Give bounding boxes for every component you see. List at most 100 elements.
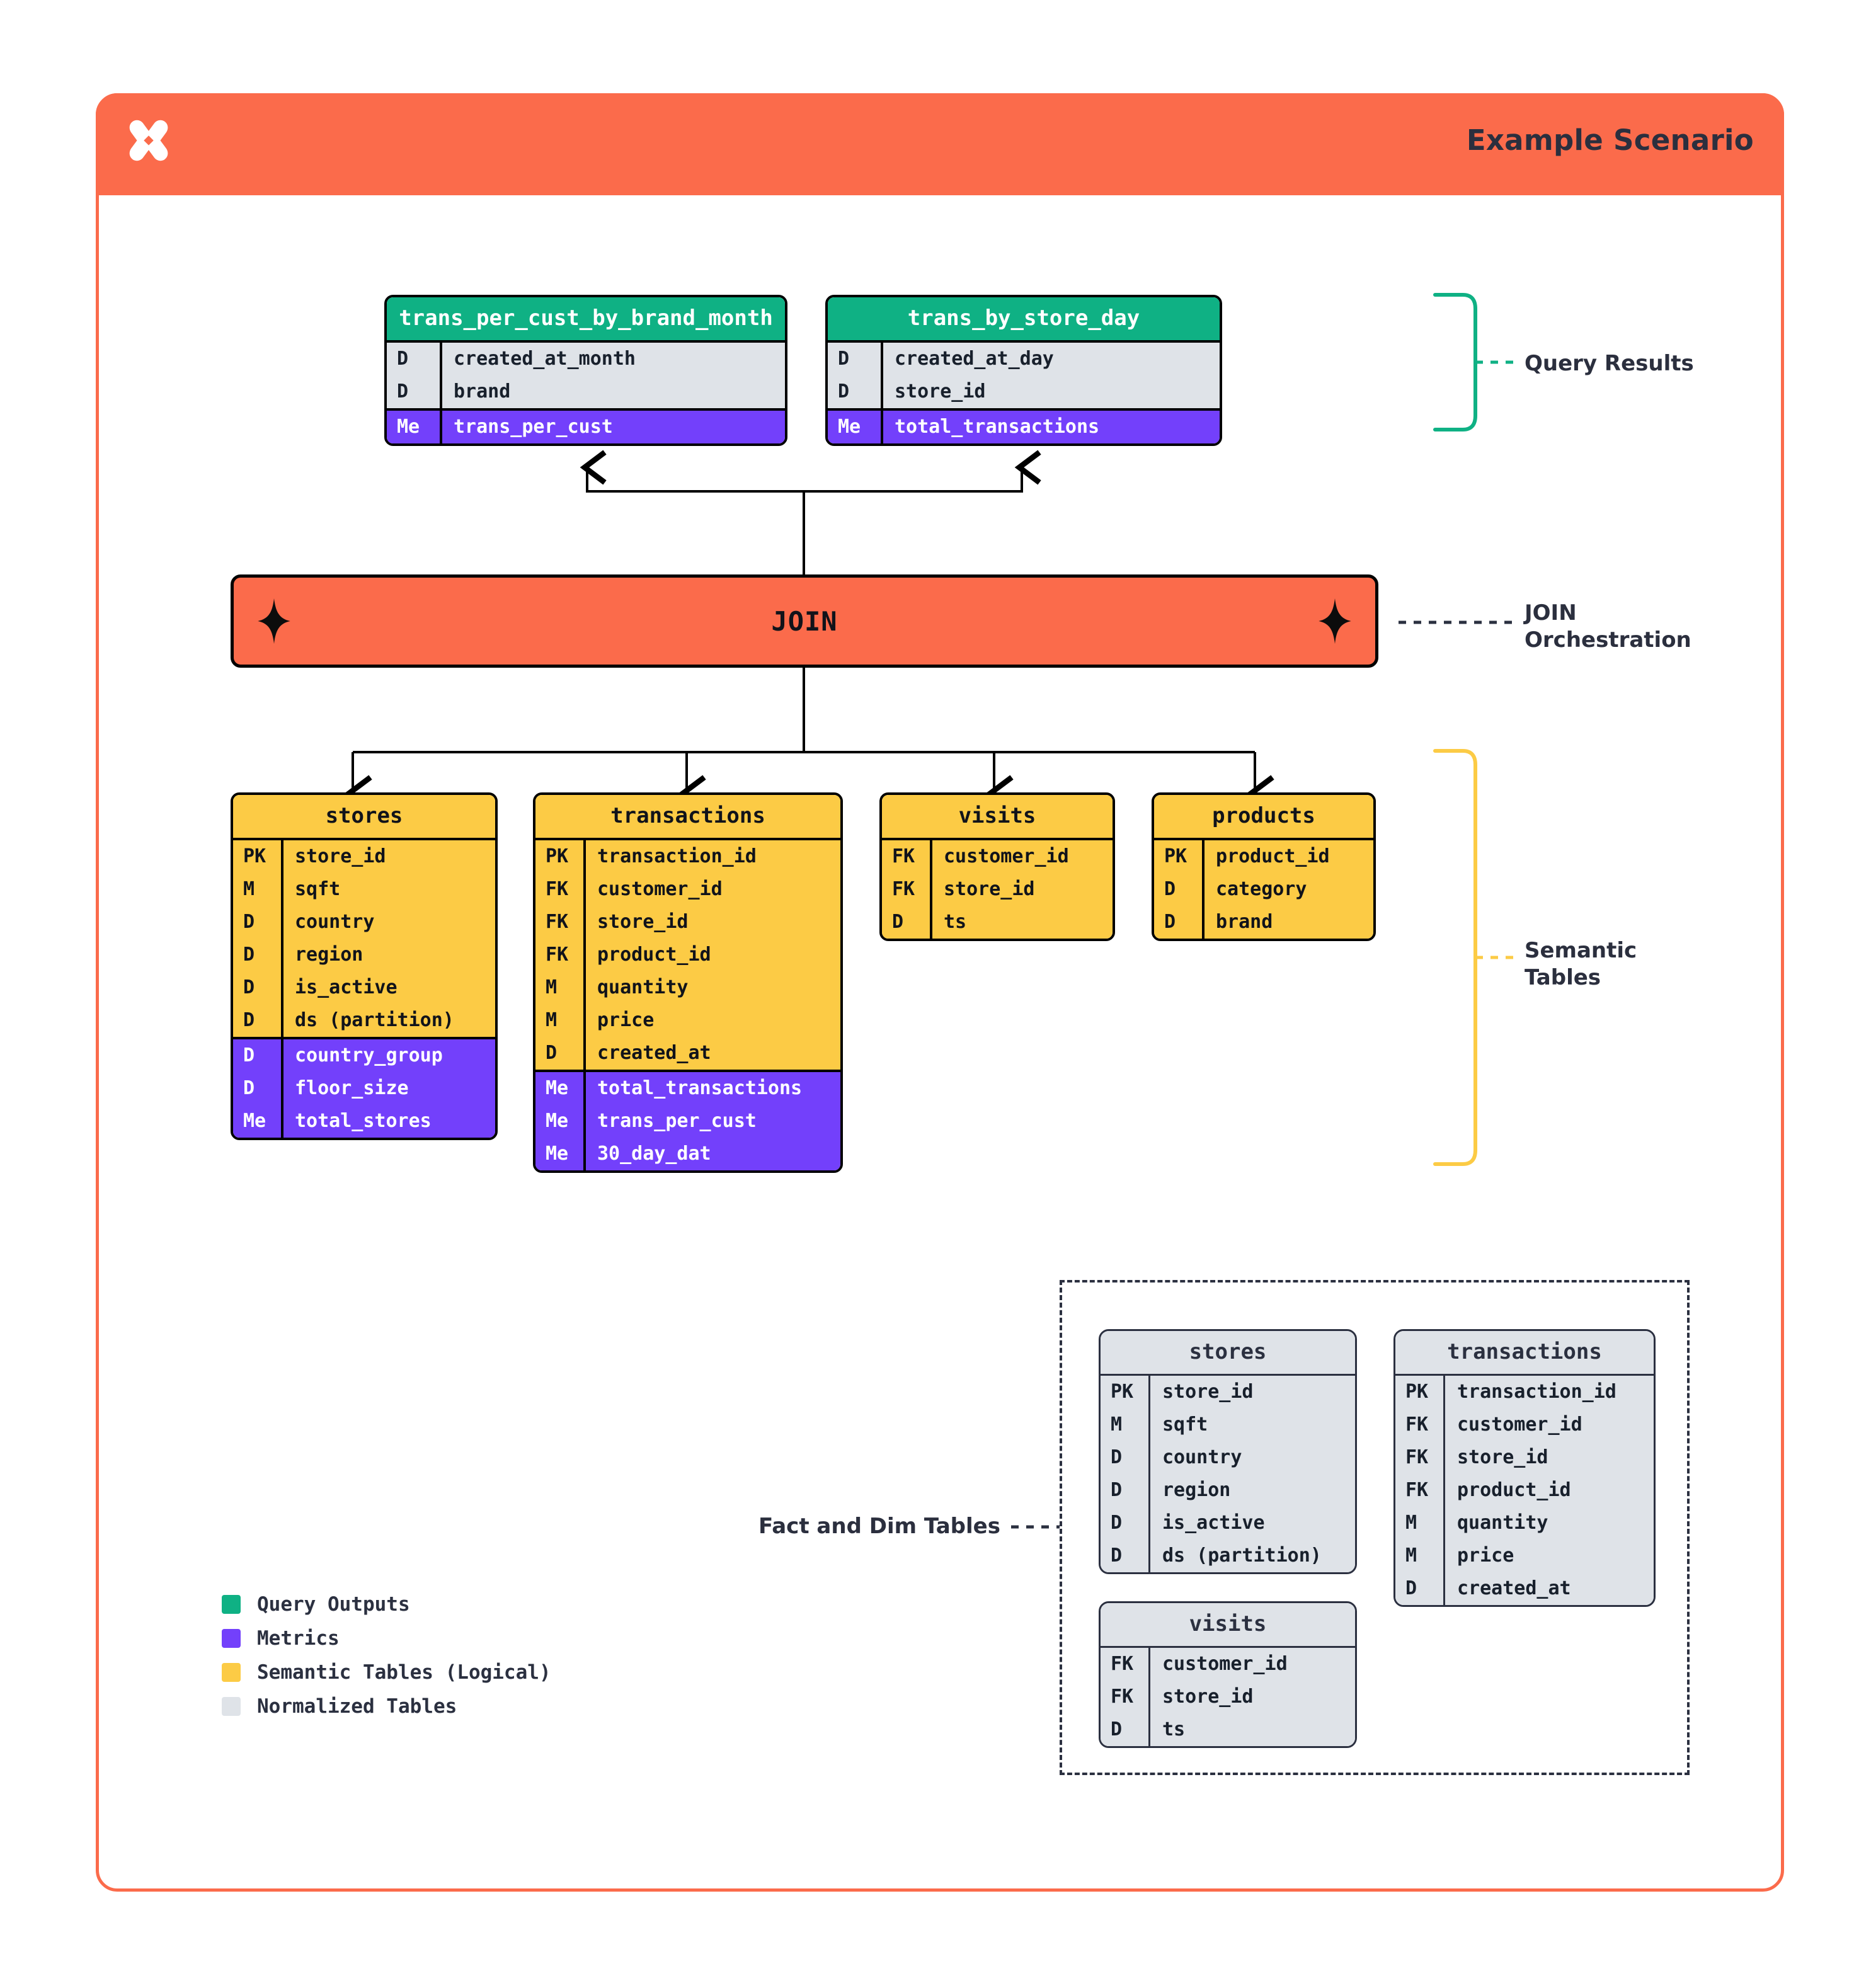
col-name: product_id: [597, 943, 711, 966]
col-name: brand: [454, 380, 511, 403]
col-name: store_id: [1457, 1446, 1548, 1468]
col-key: D: [397, 347, 409, 370]
annotation-semantic-line2: Tables: [1525, 964, 1601, 990]
col-key: PK: [546, 845, 569, 867]
table-title: trans_by_store_day: [828, 297, 1220, 340]
legend-swatch-query-outputs: [222, 1595, 241, 1614]
col-key: D: [1111, 1446, 1123, 1468]
col-name: customer_id: [1162, 1652, 1288, 1675]
col-key: M: [546, 976, 558, 998]
table-row: Me total_transactions: [828, 411, 1220, 443]
col-name: store_id: [1162, 1380, 1254, 1403]
legend-swatch-metrics: [222, 1629, 241, 1648]
page-title: Example Scenario: [1466, 123, 1754, 157]
col-key: Me: [546, 1142, 569, 1165]
legend-label: Normalized Tables: [257, 1695, 457, 1718]
col-name: total_transactions: [895, 415, 1100, 438]
col-name: country: [1162, 1446, 1242, 1468]
table-row: Me trans_per_cust: [387, 411, 785, 443]
legend: Query Outputs Metrics Semantic Tables (L…: [222, 1592, 551, 1728]
col-name: region: [295, 943, 363, 966]
table-title: visits: [1101, 1603, 1355, 1646]
col-name: is_active: [295, 976, 398, 998]
x-star-logo-icon: [129, 120, 168, 161]
col-key: PK: [1405, 1380, 1429, 1403]
table-title: transactions: [1395, 1331, 1654, 1374]
col-key: D: [546, 1041, 558, 1064]
col-name: category: [1216, 877, 1307, 900]
col-key: FK: [1405, 1478, 1429, 1501]
sparkle-diamond-icon: [258, 598, 290, 644]
annotation-query-results: Query Results: [1525, 351, 1694, 376]
col-key: Me: [546, 1077, 569, 1099]
card-header: Example Scenario: [96, 93, 1784, 195]
col-key: PK: [1164, 845, 1187, 867]
query-result-table-trans-by-store-day[interactable]: trans_by_store_day D created_at_day D st…: [825, 295, 1222, 446]
col-name: brand: [1216, 910, 1273, 933]
col-name: ts: [1162, 1718, 1186, 1740]
col-key: M: [1405, 1511, 1417, 1534]
col-name: customer_id: [1457, 1413, 1582, 1436]
col-key: D: [397, 380, 409, 403]
col-key: PK: [1111, 1380, 1134, 1403]
legend-item: Normalized Tables: [222, 1694, 551, 1718]
legend-item: Metrics: [222, 1626, 551, 1650]
table-row: D brand: [387, 375, 785, 408]
table-row: D created_at_month: [387, 343, 785, 375]
legend-label: Semantic Tables (Logical): [257, 1661, 551, 1684]
legend-swatch-normalized-tables: [222, 1697, 241, 1716]
table-row: FK product_id: [535, 939, 840, 971]
col-name: price: [1457, 1544, 1514, 1567]
legend-label: Query Outputs: [257, 1593, 410, 1616]
col-name: country_group: [295, 1044, 443, 1066]
col-key: D: [243, 976, 255, 998]
col-key: FK: [546, 943, 569, 966]
table-title: visits: [882, 795, 1113, 838]
col-key: D: [1111, 1544, 1123, 1567]
join-label: JOIN: [771, 605, 838, 637]
col-name: quantity: [597, 976, 689, 998]
join-orchestration-bar[interactable]: JOIN: [231, 574, 1378, 668]
col-key: M: [1405, 1544, 1417, 1567]
col-name: quantity: [1457, 1511, 1548, 1534]
col-name: total_stores: [295, 1109, 432, 1132]
col-key: D: [892, 910, 904, 933]
table-title: transactions: [535, 795, 840, 838]
col-name: sqft: [295, 877, 341, 900]
col-key: D: [1111, 1511, 1123, 1534]
col-key: D: [1111, 1718, 1123, 1740]
table-row: D store_id: [828, 375, 1220, 408]
col-key: D: [243, 1008, 255, 1031]
query-result-table-trans-per-cust[interactable]: trans_per_cust_by_brand_month D created_…: [384, 295, 787, 446]
col-key: FK: [546, 910, 569, 933]
col-name: country: [295, 910, 375, 933]
